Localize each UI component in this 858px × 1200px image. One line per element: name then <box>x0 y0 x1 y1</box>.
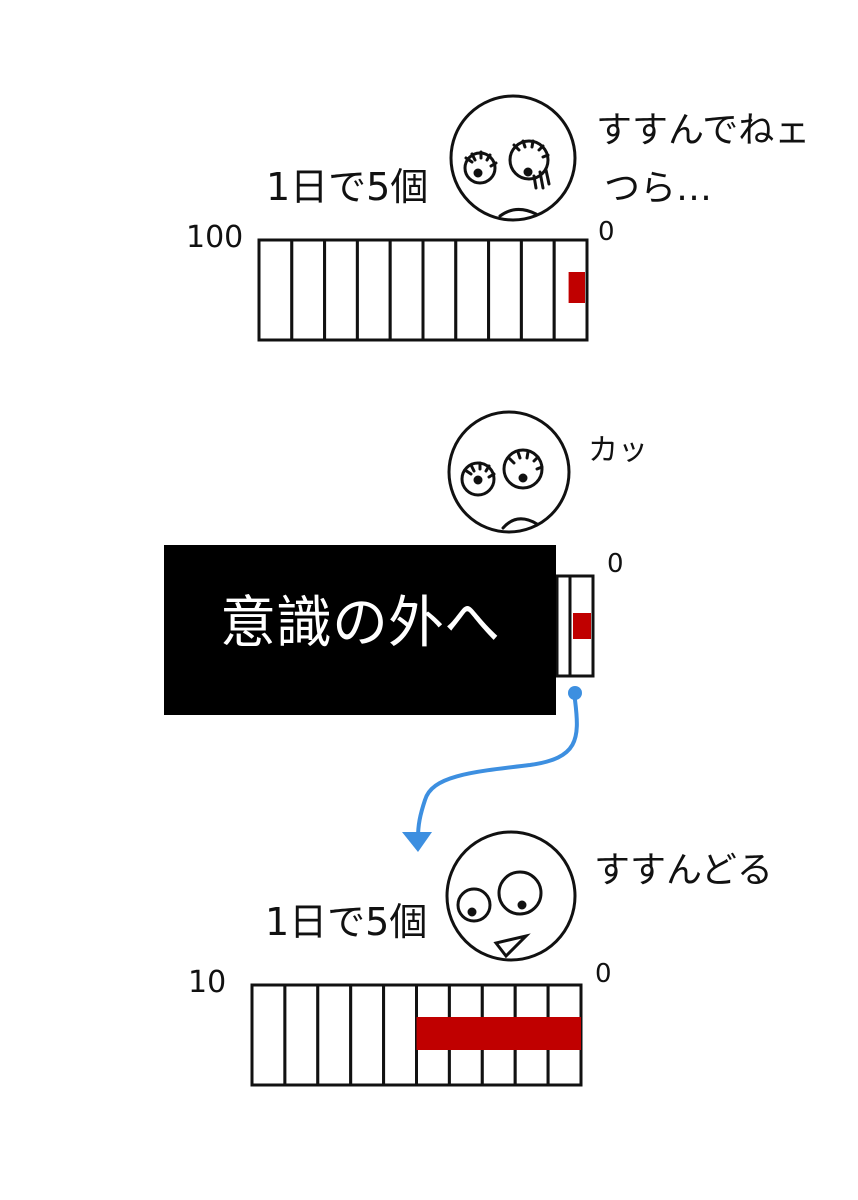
bar-segment <box>323 238 359 342</box>
bar-segment <box>257 238 294 342</box>
speech-line-1: すすんでねェ <box>596 110 810 151</box>
progress-fill <box>573 613 591 639</box>
surprised-face-icon <box>447 410 571 534</box>
progress-fill <box>416 1017 581 1050</box>
bar-segment <box>283 983 320 1087</box>
speech-text: カッ <box>588 433 648 468</box>
happy-face-icon <box>445 830 577 962</box>
scale-left-label: 100 <box>186 220 243 255</box>
panel-3: 1日で5個 すすんどる 10 0 <box>188 830 773 1087</box>
arrow-icon <box>402 686 582 852</box>
scale-left-label: 10 <box>188 965 226 1000</box>
progress-bar-remainder <box>555 574 595 678</box>
speech-text: すすんどる <box>594 850 773 891</box>
speech-line-2: つら… <box>604 168 712 209</box>
bar-segment <box>290 238 327 342</box>
bar-segment <box>519 238 556 342</box>
progress-bar <box>250 983 583 1087</box>
worried-face-icon <box>449 94 577 222</box>
progress-fill <box>568 272 585 303</box>
bar-segment <box>421 238 458 342</box>
bar-segment <box>316 983 353 1087</box>
bar-segment <box>487 238 523 342</box>
bar-segment <box>454 238 491 342</box>
panel-1: 1日で5個 100 0 すすんでねェ つら… <box>186 94 810 342</box>
caption-text: 1日で5個 <box>266 165 428 209</box>
scale-right-label: 0 <box>598 217 615 247</box>
bar-segment <box>349 983 386 1087</box>
progress-bar <box>257 238 589 342</box>
panel-2: カッ 0 意識の外へ <box>164 410 648 715</box>
bar-segment <box>388 238 425 342</box>
bar-segment <box>250 983 287 1087</box>
overlay-text: 意識の外へ <box>220 591 500 656</box>
scale-right-label: 0 <box>607 549 624 579</box>
caption-text: 1日で5個 <box>265 900 427 944</box>
scale-right-label: 0 <box>595 959 612 989</box>
bar-segment <box>382 983 419 1087</box>
bar-segment <box>355 238 392 342</box>
overlay-panel <box>164 545 556 715</box>
